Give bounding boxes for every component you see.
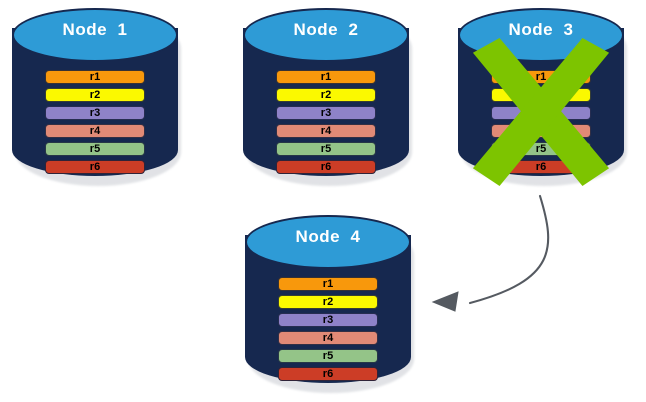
row-bar[interactable]: r4 — [45, 124, 145, 138]
node-cylinder-4[interactable]: Node 4 r1 r2 r3 r4 r5 r6 — [245, 215, 414, 393]
row-bar[interactable]: r2 — [276, 88, 376, 102]
row-bar[interactable]: r1 — [491, 70, 591, 84]
row-bar[interactable]: r1 — [276, 70, 376, 84]
row-bar[interactable]: r6 — [278, 367, 378, 381]
row-bar[interactable]: r2 — [278, 295, 378, 309]
row-list: r1 r2 r3 r4 r5 r6 — [45, 70, 145, 174]
failover-arrow-line — [468, 194, 550, 305]
node-label: Node 2 — [293, 20, 359, 39]
row-bar[interactable]: r3 — [276, 106, 376, 120]
node-label: Node 3 — [508, 20, 574, 39]
row-bar[interactable]: r4 — [276, 124, 376, 138]
row-bar[interactable]: r3 — [278, 313, 378, 327]
row-bar[interactable]: r4 — [278, 331, 378, 345]
node-cylinder-3[interactable]: Node 3 r1 r2 r3 r4 r5 r6 — [458, 8, 627, 186]
node-label: Node 4 — [295, 227, 361, 246]
row-bar[interactable]: r6 — [45, 160, 145, 174]
row-bar[interactable]: r1 — [278, 277, 378, 291]
row-bar[interactable]: r5 — [278, 349, 378, 363]
row-list: r1 r2 r3 r4 r5 r6 — [276, 70, 376, 174]
row-bar[interactable]: r3 — [491, 106, 591, 120]
row-bar[interactable]: r2 — [45, 88, 145, 102]
row-bar[interactable]: r6 — [276, 160, 376, 174]
node-label: Node 1 — [62, 20, 128, 39]
row-bar[interactable]: r2 — [491, 88, 591, 102]
node-cylinder-1[interactable]: Node 1 r1 r2 r3 r4 r5 r6 — [12, 8, 181, 186]
row-bar[interactable]: r5 — [276, 142, 376, 156]
failover-arrow-head — [431, 291, 459, 312]
node-cylinder-2[interactable]: Node 2 r1 r2 r3 r4 r5 r6 — [243, 8, 412, 186]
node-top-ellipse — [243, 8, 409, 62]
row-bar[interactable]: r5 — [45, 142, 145, 156]
row-list: r1 r2 r3 r4 r5 r6 — [278, 277, 378, 381]
row-list: r1 r2 r3 r4 r5 r6 — [491, 70, 591, 174]
row-bar[interactable]: r3 — [45, 106, 145, 120]
node-top-ellipse — [245, 215, 411, 269]
row-bar[interactable]: r1 — [45, 70, 145, 84]
row-bar[interactable]: r5 — [491, 142, 591, 156]
node-top-ellipse — [12, 8, 178, 62]
row-bar[interactable]: r4 — [491, 124, 591, 138]
row-bar[interactable]: r6 — [491, 160, 591, 174]
